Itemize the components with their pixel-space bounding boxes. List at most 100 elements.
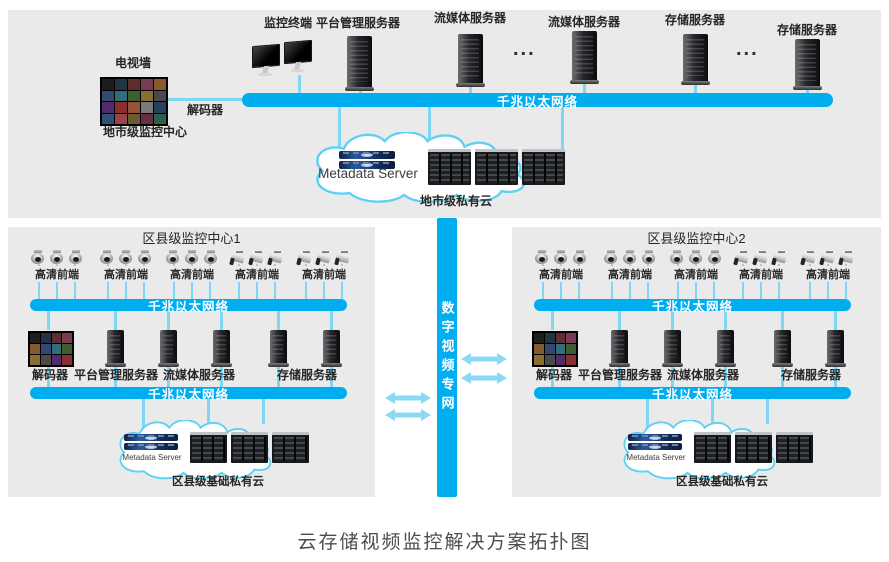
connector-line bbox=[113, 365, 117, 387]
connector-line bbox=[276, 311, 280, 330]
dome-camera-icon bbox=[203, 250, 219, 265]
camera-group-label: 高清前端 bbox=[164, 266, 220, 282]
connector-line bbox=[645, 399, 649, 434]
video-thumbnail bbox=[555, 344, 566, 354]
bullet-camera-icon bbox=[801, 250, 817, 265]
storage-server-label: 存储服务器 bbox=[781, 368, 842, 382]
server-tower-icon bbox=[268, 330, 289, 367]
camera-group: 高清前端 bbox=[98, 250, 154, 282]
connector-line bbox=[723, 311, 727, 330]
video-thumbnail bbox=[51, 355, 62, 365]
video-thumbnail bbox=[544, 355, 555, 365]
diagram-caption: 云存储视频监控解决方案拓扑图 bbox=[297, 532, 592, 553]
decoder-label: 解码器 bbox=[535, 368, 572, 382]
server-tower-icon bbox=[715, 330, 736, 367]
video-thumbnail bbox=[154, 90, 166, 101]
video-thumbnail bbox=[40, 344, 51, 354]
video-thumbnail bbox=[534, 355, 544, 365]
video-thumbnail bbox=[534, 333, 544, 343]
district-title: 区县级监控中心1 bbox=[142, 231, 241, 246]
connector-line bbox=[765, 399, 769, 424]
camera-group-label: 高清前端 bbox=[29, 266, 85, 282]
connector-line bbox=[337, 107, 341, 152]
connector-line bbox=[617, 365, 621, 387]
camera-group: 高清前端 bbox=[668, 250, 724, 282]
storage-server-label: 存储服务器 bbox=[664, 13, 725, 27]
ellipsis: ... bbox=[736, 38, 759, 60]
video-thumbnail bbox=[128, 102, 140, 113]
district-cloud-label: 区县级基础私有云 bbox=[172, 476, 264, 488]
dome-camera-icon bbox=[30, 250, 46, 265]
camera-group-label: 高清前端 bbox=[800, 266, 856, 282]
dome-camera-icon bbox=[572, 250, 588, 265]
connector-line bbox=[46, 363, 50, 387]
dome-camera-icon bbox=[165, 250, 181, 265]
backbone-label: 数字视频专网 bbox=[439, 300, 455, 415]
dome-camera-icon bbox=[99, 250, 115, 265]
connector-line bbox=[805, 87, 809, 95]
stream-server-label: 流媒体服务器 bbox=[163, 368, 236, 382]
camera-group-label: 高清前端 bbox=[229, 266, 285, 282]
district-cloud-label: 区县级基础私有云 bbox=[676, 476, 768, 488]
video-thumbnail bbox=[102, 79, 114, 90]
connector-line bbox=[550, 363, 554, 387]
server-tower-icon bbox=[321, 330, 342, 367]
connector-line bbox=[468, 86, 472, 94]
storage-array-icon bbox=[522, 149, 565, 185]
connector-line bbox=[358, 88, 362, 94]
storage-array-icon bbox=[776, 432, 813, 463]
storage-array-icon bbox=[428, 149, 471, 185]
connector-line bbox=[670, 365, 674, 387]
double-arrow-icon bbox=[385, 409, 431, 421]
metadata-server-icon bbox=[124, 434, 178, 452]
stream-server-label: 流媒体服务器 bbox=[547, 15, 620, 29]
video-thumbnail bbox=[154, 102, 166, 113]
district-ethernet-bus-top: 千兆以太网络 bbox=[30, 299, 347, 314]
connector-line bbox=[833, 311, 837, 330]
district-network-label: 千兆以太网络 bbox=[651, 387, 733, 402]
metadata-server-label: Metadata Server bbox=[122, 453, 182, 462]
connector-line bbox=[582, 83, 586, 94]
connector-line bbox=[141, 399, 145, 434]
video-thumbnail bbox=[544, 344, 555, 354]
camera-group: 高清前端 bbox=[229, 250, 285, 282]
dome-camera-icon bbox=[669, 250, 685, 265]
video-thumbnail bbox=[128, 79, 140, 90]
server-tower-icon bbox=[772, 330, 793, 367]
camera-group: 高清前端 bbox=[533, 250, 589, 282]
video-thumbnail bbox=[30, 344, 40, 354]
bullet-camera-icon bbox=[839, 250, 855, 265]
double-arrow-icon bbox=[461, 353, 507, 365]
server-tower-icon bbox=[609, 330, 630, 367]
video-thumbnail bbox=[566, 355, 576, 365]
connector-line bbox=[670, 311, 674, 330]
camera-group: 高清前端 bbox=[602, 250, 658, 282]
server-tower-icon bbox=[345, 36, 374, 91]
video-thumbnail bbox=[102, 102, 114, 113]
video-thumbnail bbox=[51, 333, 62, 343]
video-thumbnail bbox=[128, 90, 140, 101]
video-thumbnail bbox=[40, 355, 51, 365]
video-thumbnail bbox=[555, 355, 566, 365]
ellipsis: ... bbox=[513, 38, 536, 60]
dome-camera-icon bbox=[137, 250, 153, 265]
bullet-camera-icon bbox=[820, 250, 836, 265]
video-thumbnail bbox=[141, 90, 153, 101]
city-center-label: 地市级监控中心 bbox=[102, 125, 187, 139]
video-thumbnail bbox=[154, 79, 166, 90]
connector-line bbox=[427, 107, 431, 147]
district-network-label: 千兆以太网络 bbox=[651, 299, 733, 314]
connector-line bbox=[219, 311, 223, 330]
tv-wall-icon bbox=[100, 77, 168, 126]
video-thumbnail bbox=[30, 355, 40, 365]
server-tower-icon bbox=[793, 39, 822, 90]
bullet-camera-icon bbox=[249, 250, 265, 265]
double-arrow-icon bbox=[461, 372, 507, 384]
dome-camera-icon bbox=[49, 250, 65, 265]
connector-line bbox=[164, 97, 242, 101]
bullet-camera-icon bbox=[230, 250, 246, 265]
server-tower-icon bbox=[570, 31, 599, 84]
server-tower-icon bbox=[158, 330, 179, 367]
connector-line bbox=[166, 365, 170, 387]
storage-server-label: 存储服务器 bbox=[277, 368, 338, 382]
